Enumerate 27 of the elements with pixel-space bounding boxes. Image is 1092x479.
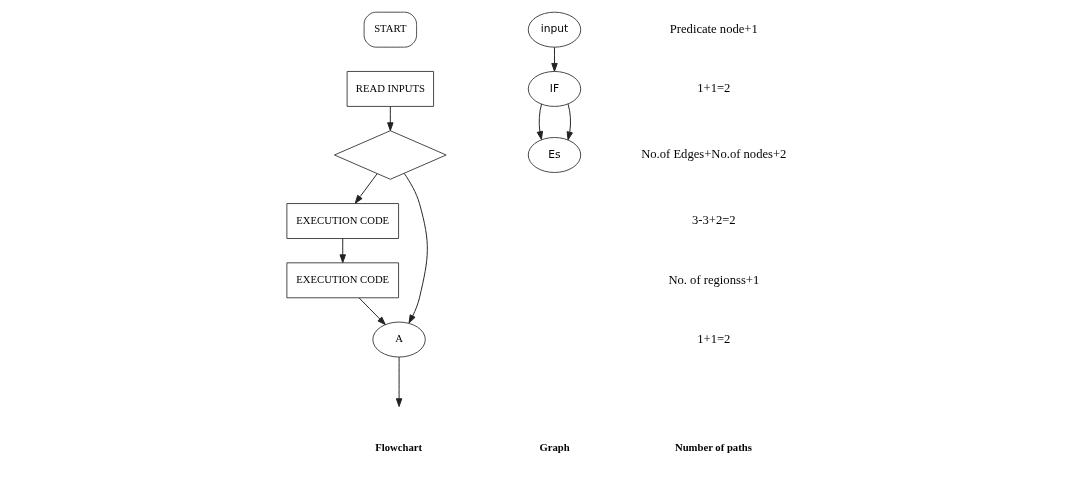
node-diamond [334,130,447,180]
arrow [387,106,394,132]
arrow [536,103,543,140]
node-box: EXECUTION CODE [286,262,400,299]
label: Flowchart [375,441,423,454]
label: No. of regionss+1 [668,272,760,287]
label: 1+1=2 [697,331,731,346]
node-box: START [363,11,418,48]
node-box: EXECUTION CODE [286,203,400,239]
label: 1+1=2 [697,81,731,96]
arrow [395,356,403,407]
label: Predicate node+1 [669,21,758,36]
arrow [551,46,558,72]
arrow [354,173,378,204]
label: 3-3+2=2 [691,213,736,228]
label: No.of Edges+No.of nodes+2 [641,147,787,162]
node-ellipse: input [527,11,582,48]
arrow [339,238,346,264]
arrow [566,103,573,141]
label: Graph [539,441,570,454]
arrow [403,172,428,324]
label: Number of paths [674,441,752,454]
node-ellipse: A [372,321,426,358]
node-box: READ INPUTS [346,70,435,107]
arrow [358,297,386,326]
node-ellipse: IF [527,70,582,107]
node-ellipse: Es [527,137,582,173]
